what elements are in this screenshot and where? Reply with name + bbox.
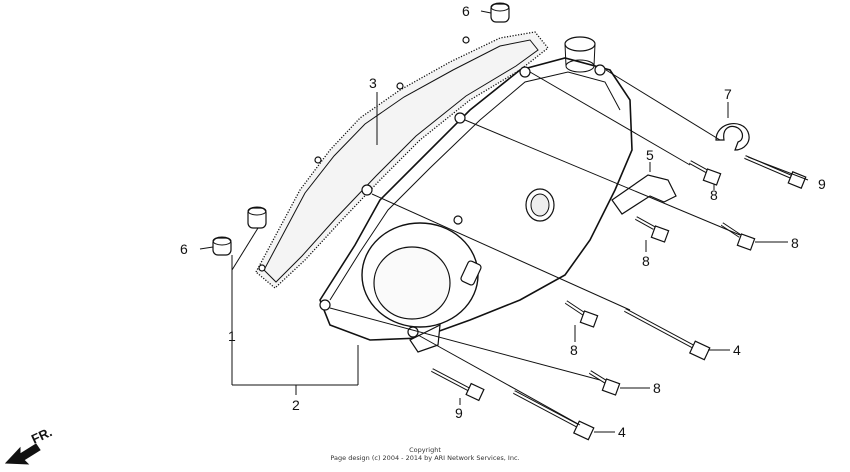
bolt-8-lower[interactable] [588, 370, 621, 396]
bolt-9-lower[interactable] [431, 368, 485, 402]
copyright-line-2: Page design (c) 2004 - 2014 by ARI Netwo… [330, 454, 520, 462]
callout-5: 5 [646, 147, 654, 163]
bolt-4-upper[interactable] [624, 308, 711, 361]
callout-6-top: 6 [462, 3, 470, 19]
callout-9-lower: 9 [455, 405, 463, 421]
clamp-7[interactable] [715, 123, 750, 151]
gasket-3[interactable] [255, 31, 549, 289]
callout-8-right: 8 [791, 235, 799, 251]
callout-8-bracket: 8 [642, 253, 650, 269]
copyright-line-1: Copyright [409, 446, 441, 454]
bolt-8-center[interactable] [564, 300, 599, 328]
bolt-4-lower[interactable] [513, 390, 595, 441]
callout-4-upper: 4 [733, 342, 741, 358]
bolt-8-bracket[interactable] [635, 216, 670, 243]
callout-9-right: 9 [818, 176, 826, 192]
callout-2: 2 [292, 397, 300, 413]
callout-3: 3 [369, 75, 377, 91]
bolt-8-top[interactable] [689, 160, 722, 186]
callout-8-center: 8 [570, 342, 578, 358]
dowel-pin-left-lower[interactable] [212, 236, 232, 256]
callout-8-top: 8 [710, 187, 718, 203]
callout-1: 1 [228, 328, 236, 344]
bolt-8-mid[interactable] [720, 222, 756, 251]
callout-7: 7 [724, 86, 732, 102]
bolt-9-right[interactable] [744, 155, 807, 189]
callout-6-left: 6 [180, 241, 188, 257]
callout-4-lower: 4 [618, 424, 626, 440]
dowel-pin-top[interactable] [490, 2, 510, 23]
leader-lines [199, 10, 809, 433]
front-direction-label: FR. [29, 424, 54, 446]
callout-8-lower: 8 [653, 380, 661, 396]
crankcase-cover[interactable] [319, 36, 633, 353]
dowel-pin-left-upper[interactable] [247, 206, 267, 229]
